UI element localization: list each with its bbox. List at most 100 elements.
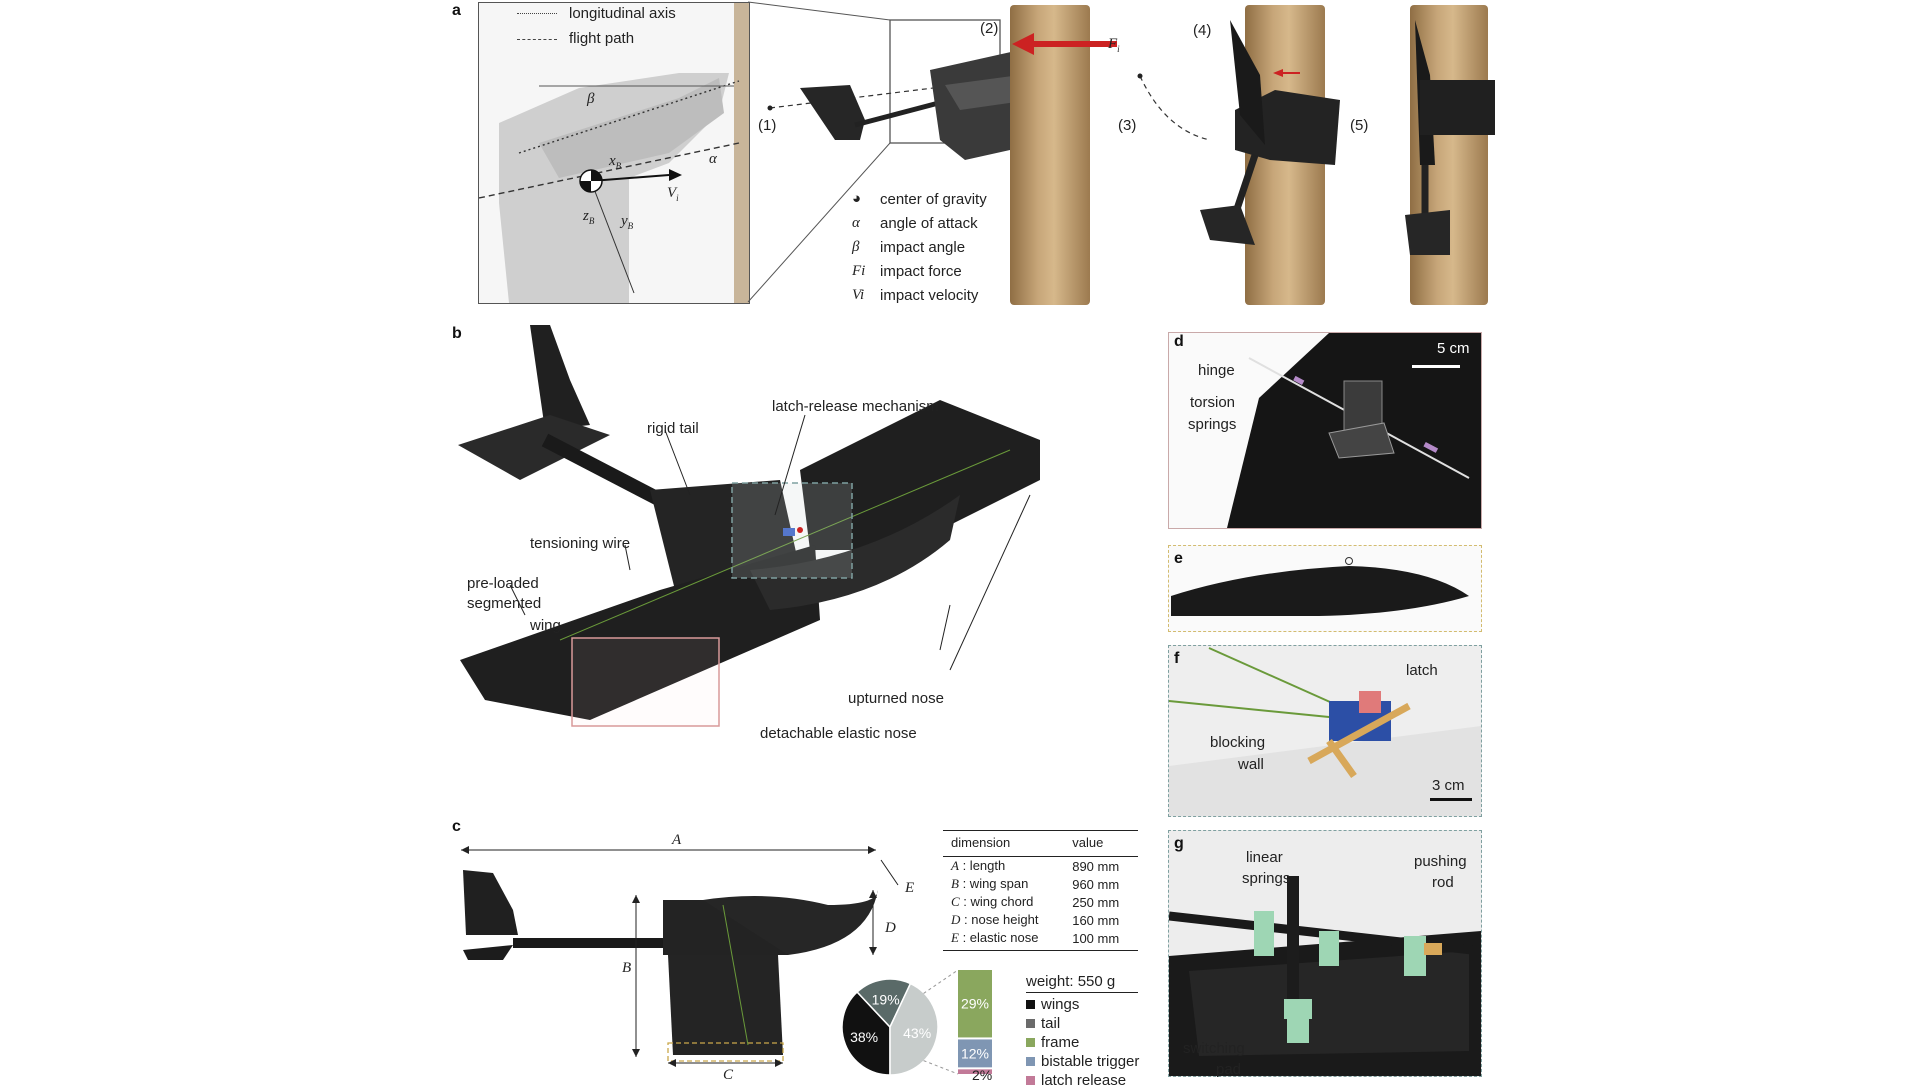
- label-switching-2: pad: [1216, 1061, 1242, 1078]
- dim-label-E: E: [905, 880, 915, 896]
- beta-label: β: [587, 91, 595, 107]
- legend-flight-line: [517, 39, 557, 40]
- weight-pie-chart: 38% 19% 43% 29% 12%: [841, 969, 992, 1076]
- alpha-label: α: [709, 151, 717, 167]
- phase-label-4: (4): [1193, 22, 1212, 39]
- weight-legend-item: wings: [1026, 995, 1139, 1014]
- legend-longitudinal-label: longitudinal axis: [569, 5, 676, 22]
- bar-label-frame: 29%: [961, 996, 989, 1012]
- weight-legend-item: frame: [1026, 1033, 1139, 1052]
- highlight-box-d: [571, 637, 720, 727]
- pie-label-tail: 19%: [872, 992, 900, 1008]
- tail-boom: [541, 433, 674, 512]
- panel-f-frame: [1168, 645, 1482, 817]
- phase-label-2: (2): [980, 20, 999, 37]
- label-switching-1: switching: [1183, 1040, 1245, 1057]
- flight-path-curve: [1139, 75, 1211, 141]
- dim-label-C: C: [723, 1067, 734, 1083]
- panel-c-drawing: [461, 846, 899, 1067]
- panel-a-letter: a: [452, 2, 461, 19]
- bar-segment-bistable-trigger: [958, 1039, 992, 1068]
- label-preloaded-3: wing: [530, 617, 561, 634]
- pie-slice-wings: [841, 990, 891, 1076]
- pie-slice-tail: [856, 978, 912, 1029]
- weight-legend: weight: 550 g wings tail frame bistable …: [1026, 973, 1139, 1090]
- phase-label-1: (1): [758, 117, 777, 134]
- label-latch: latch: [1406, 662, 1438, 679]
- legend-flight-label: flight path: [569, 30, 635, 47]
- bar-bottom-label: 2%: [972, 1067, 993, 1083]
- label-blocking-1: blocking: [1210, 734, 1266, 751]
- tree-trunk-1: [1010, 5, 1090, 305]
- label-linear-1: linear: [1246, 849, 1283, 866]
- label-upturned-nose: upturned nose: [848, 690, 944, 707]
- inset-longitudinal-axis: [518, 80, 740, 154]
- weight-legend-item: tail: [1026, 1014, 1139, 1033]
- dim-label-A: A: [672, 832, 682, 848]
- vi-label: Vi: [667, 185, 679, 203]
- label-latch-release: latch-release mechanism: [772, 398, 939, 415]
- label-preloaded-2: segmented: [467, 595, 542, 612]
- bar-segment-latch-release: [958, 1069, 992, 1074]
- panel-a-inset: longitudinal axis flight path β α xB Vi …: [478, 2, 750, 304]
- impact-force-arrow: [1012, 33, 1117, 55]
- panel-d-scale: 5 cm: [1437, 340, 1470, 357]
- tensioning-wire-line: [559, 449, 1011, 641]
- phase-label-5: (5): [1350, 117, 1369, 134]
- bar-label-bistable-trigger: 12%: [961, 1045, 989, 1061]
- label-hinge: hinge: [1198, 362, 1235, 379]
- panel-e-letter: e: [1174, 550, 1183, 567]
- panel-f-scalebar: [1430, 798, 1472, 801]
- panel-g-letter: g: [1174, 835, 1184, 852]
- label-preloaded-1: pre-loaded: [467, 575, 539, 592]
- legend-longitudinal-line: [517, 13, 557, 14]
- right-wing: [800, 400, 1040, 550]
- pie-label-wings: 38%: [850, 1029, 878, 1045]
- yb-label: yB: [621, 213, 634, 231]
- symbol-legend-row: ◕center of gravity: [852, 191, 987, 208]
- panel-b-letter: b: [452, 325, 462, 342]
- label-pushing-2: rod: [1432, 874, 1454, 891]
- pie-bar-connector: [923, 969, 959, 994]
- label-detachable-nose: detachable elastic nose: [760, 725, 917, 742]
- vertical-tail: [530, 325, 590, 430]
- dim-label-D: D: [885, 920, 896, 936]
- inset-wall: [734, 3, 749, 303]
- label-pushing-1: pushing: [1414, 853, 1467, 870]
- panel-c-letter: c: [452, 818, 461, 835]
- horizontal-tail: [458, 415, 610, 480]
- table-header-value: value: [1072, 835, 1104, 850]
- panel-e-frame: [1168, 545, 1482, 632]
- dim-label-B: B: [622, 960, 632, 976]
- phase-label-3: (3): [1118, 117, 1137, 134]
- velocity-vector: [590, 174, 670, 182]
- panel-b-drone: [458, 325, 1040, 727]
- label-torsion-2: springs: [1188, 416, 1237, 433]
- label-linear-2: springs: [1242, 870, 1291, 887]
- label-blocking-2: wall: [1238, 756, 1264, 773]
- pie-label-frame: 43%: [903, 1025, 931, 1041]
- table-header-dimension: dimension: [951, 835, 1011, 850]
- panel-d-scalebar: [1412, 365, 1460, 368]
- panel-d-frame: [1168, 332, 1482, 529]
- panel-f-letter: f: [1174, 650, 1180, 667]
- xb-label: xB: [609, 153, 622, 171]
- label-torsion-1: torsion: [1190, 394, 1236, 411]
- weight-legend-item: latch release: [1026, 1071, 1139, 1090]
- inset-drawing: [479, 3, 749, 303]
- left-wing: [460, 545, 820, 720]
- panel-a-drone-perching: [1200, 20, 1340, 245]
- weight-legend-item: bistable trigger: [1026, 1052, 1139, 1071]
- panel-f-scale: 3 cm: [1432, 777, 1465, 794]
- panel-g-frame: [1168, 830, 1482, 1077]
